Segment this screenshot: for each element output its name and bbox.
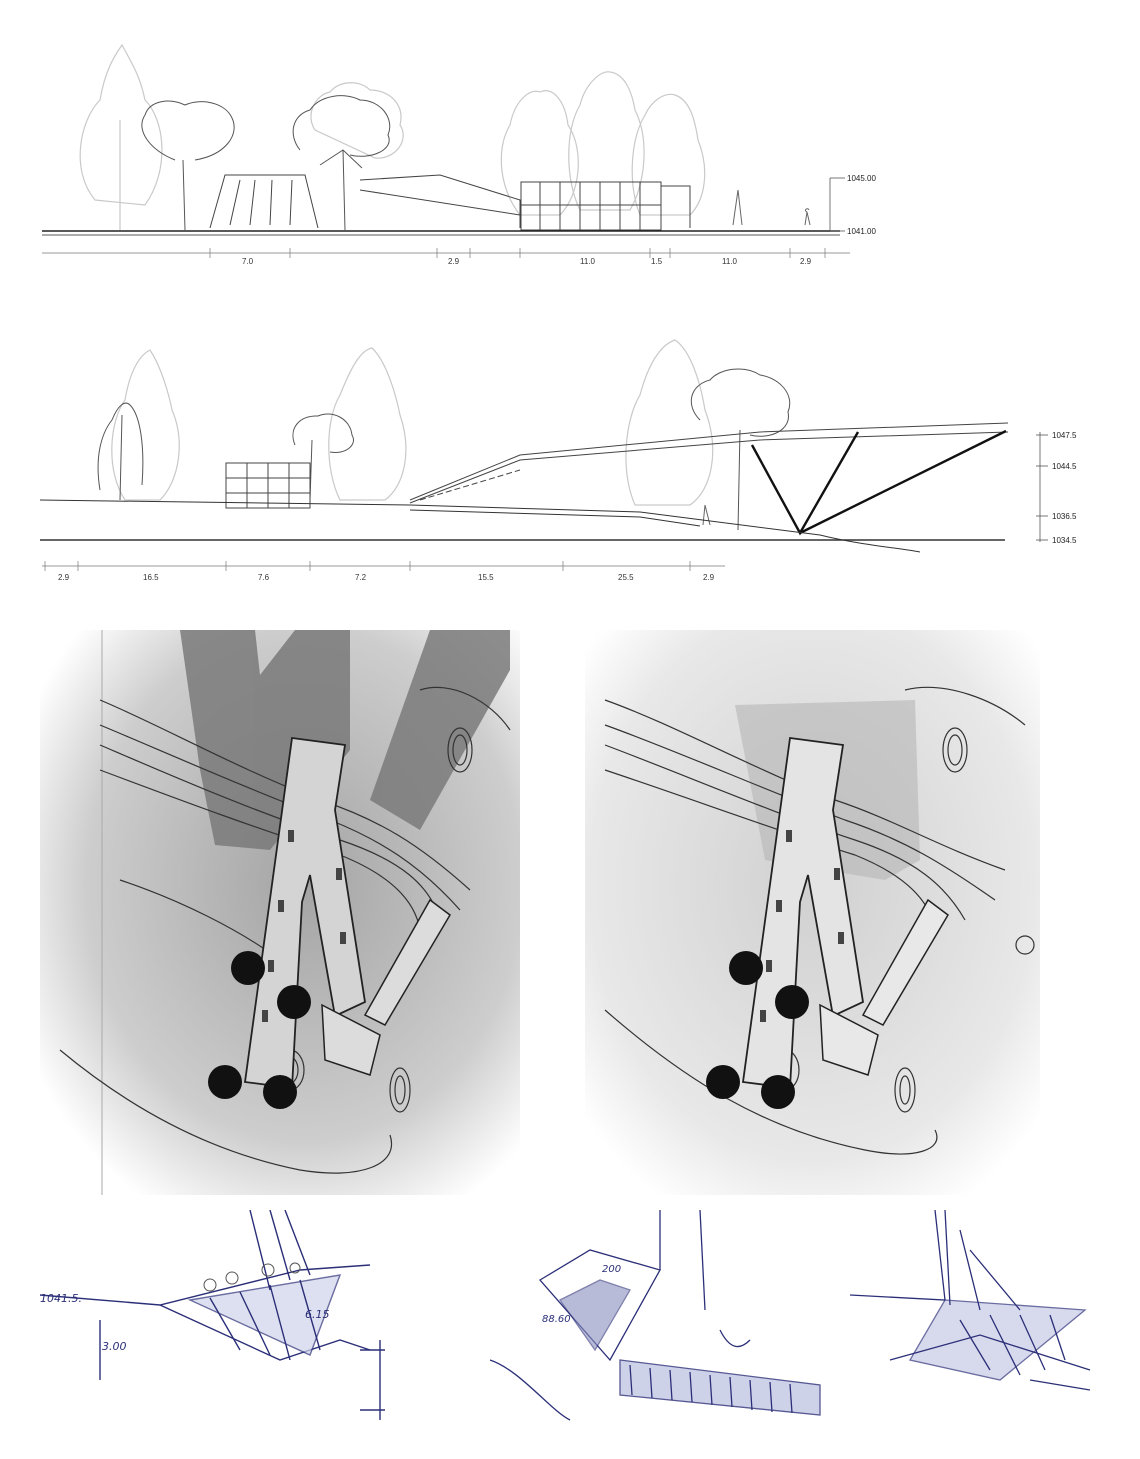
dimension-line xyxy=(42,561,725,571)
sketch-note: 6.15 xyxy=(305,1308,330,1321)
dimension-label: 16.5 xyxy=(143,573,159,582)
dimension-label: 15.5 xyxy=(478,573,494,582)
dimension-label: 7.0 xyxy=(242,257,254,266)
ground-line xyxy=(39,499,1005,553)
sketch-figures xyxy=(203,1262,301,1292)
contour-lines xyxy=(604,686,1035,1155)
background-trees xyxy=(111,339,714,506)
background-trees xyxy=(79,43,706,230)
dimension-label: 2.9 xyxy=(703,573,715,582)
section-bottom-drawing: 1047.5 1044.5 1036.5 1034.5 2.9 16.5 7.6… xyxy=(39,339,1077,582)
level-label: 1041.00 xyxy=(847,227,876,236)
section-elevation-bottom: 1047.5 1044.5 1036.5 1034.5 2.9 16.5 7.6… xyxy=(0,320,1140,590)
level-label: 1047.5 xyxy=(1052,431,1077,440)
dimension-label: 7.2 xyxy=(355,573,367,582)
sketch-note: 88.60 xyxy=(542,1314,571,1325)
concept-sketch-right xyxy=(850,1210,1100,1425)
section-top-drawing: 1045.00 1041.00 7.0 2.9 11.0 1.5 11.0 2.… xyxy=(42,43,876,266)
ground-line xyxy=(42,230,840,236)
marker-icons xyxy=(262,830,346,1022)
dimension-label: 11.0 xyxy=(580,257,596,266)
section-elevation-top: 1045.00 1041.00 7.0 2.9 11.0 1.5 11.0 2.… xyxy=(0,0,1140,290)
level-label: 1044.5 xyxy=(1052,462,1077,471)
sketch-note: 200 xyxy=(602,1264,621,1275)
dimension-label: 1.5 xyxy=(651,257,663,266)
dimension-label: 2.9 xyxy=(448,257,460,266)
sketch-strokes xyxy=(850,1210,1091,1391)
sketch-left-drawing: 1041.5. 3.00 6.15 xyxy=(40,1210,385,1420)
dimension-label: 2.9 xyxy=(800,257,812,266)
dimension-label: 25.5 xyxy=(618,573,634,582)
building-section xyxy=(225,422,1009,509)
dimension-label: 11.0 xyxy=(722,257,738,266)
tree-symbols xyxy=(706,951,809,1109)
level-label: 1034.5 xyxy=(1052,536,1077,545)
steel-brace xyxy=(750,429,1007,536)
site-plan-shadow-left xyxy=(40,630,520,1195)
building-section xyxy=(209,174,691,231)
foreground-trees xyxy=(97,368,791,531)
dimension-label: 2.9 xyxy=(58,573,70,582)
site-plan-shadow-right xyxy=(585,630,1040,1195)
sketch-right-drawing xyxy=(850,1210,1091,1391)
sketch-notes: 200 88.60 xyxy=(542,1264,621,1325)
dimension-label: 7.6 xyxy=(258,573,270,582)
site-plan-right-drawing xyxy=(585,630,1040,1195)
sketch-note: 3.00 xyxy=(102,1340,127,1353)
concept-sketch-left: 1041.5. 3.00 6.15 xyxy=(40,1210,400,1425)
concept-sketch-middle: 200 88.60 xyxy=(480,1210,840,1425)
tree-symbols xyxy=(208,951,311,1109)
sketch-notes: 1041.5. 3.00 6.15 xyxy=(40,1292,330,1353)
dimension-line xyxy=(42,248,850,258)
sketch-strokes xyxy=(489,1210,821,1421)
level-label: 1036.5 xyxy=(1052,512,1077,521)
sketch-note: 1041.5. xyxy=(40,1292,82,1305)
foreground-trees xyxy=(141,95,391,231)
level-markers xyxy=(1036,432,1048,542)
marker-icons xyxy=(760,830,844,1022)
sketch-strokes xyxy=(40,1210,385,1420)
sketch-middle-drawing: 200 88.60 xyxy=(489,1210,821,1421)
site-plan-left-drawing xyxy=(40,630,520,1195)
level-markers xyxy=(829,177,845,232)
level-label: 1045.00 xyxy=(847,174,876,183)
